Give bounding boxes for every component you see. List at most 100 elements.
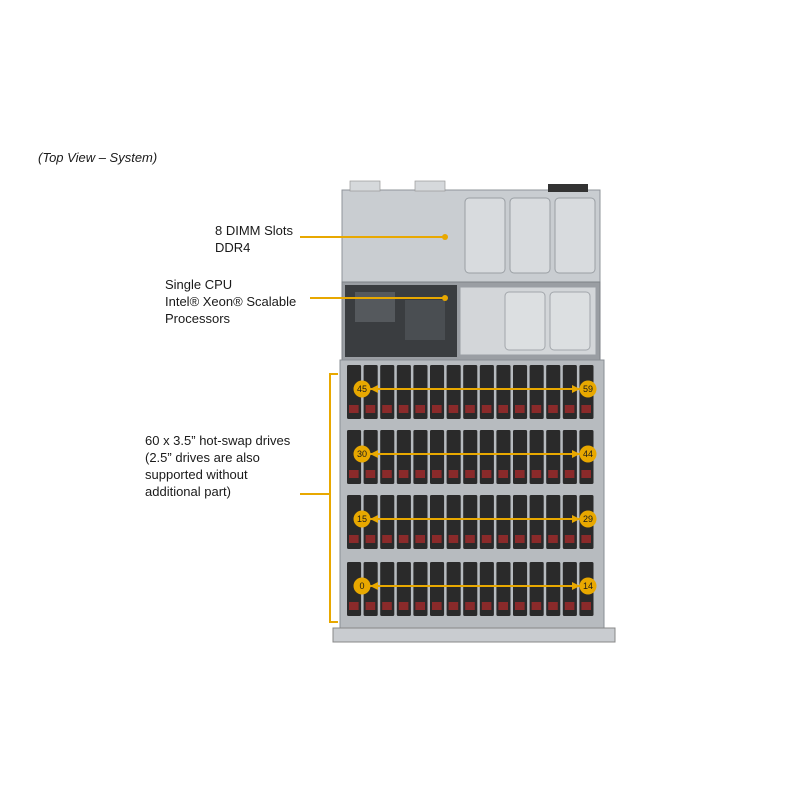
drive-number-badge-end <box>579 577 597 595</box>
drive-led <box>498 602 508 610</box>
drive-led <box>415 405 425 413</box>
drive-number-badge-start <box>353 510 371 528</box>
drive-led <box>481 602 492 610</box>
drive-led <box>432 470 442 478</box>
drive-number-end: 29 <box>583 514 593 524</box>
drive-led <box>349 535 359 543</box>
drive-led <box>382 535 392 543</box>
range-arrow-head-left <box>370 450 378 458</box>
drives-label: 60 x 3.5” hot-swap drives (2.5” drives a… <box>145 432 290 500</box>
drive-led <box>481 535 492 543</box>
drive-led <box>465 535 475 543</box>
range-arrow-head-right <box>572 515 580 523</box>
range-arrow-head-left <box>370 385 378 393</box>
drive-led <box>448 470 459 478</box>
drive-led <box>531 535 542 543</box>
drive-number-badge-start <box>353 577 371 595</box>
dimm-label-line-2: DDR4 <box>215 240 251 255</box>
drive-led <box>415 602 425 610</box>
drive-number-start: 45 <box>357 384 367 394</box>
drive-number-badge-start <box>353 445 371 463</box>
dimm-slots-label: 8 DIMM Slots DDR4 <box>215 222 293 256</box>
drive-led <box>365 602 376 610</box>
drive-led <box>382 602 392 610</box>
drive-led <box>564 535 575 543</box>
drive-led <box>581 535 591 543</box>
drive-led <box>515 470 525 478</box>
drive-led <box>564 405 575 413</box>
range-arrow-head-right <box>572 450 580 458</box>
motherboard-area <box>341 281 601 361</box>
drives-label-line-1: 60 x 3.5” hot-swap drives <box>145 433 291 448</box>
drive-led <box>465 602 475 610</box>
drive-led <box>515 535 525 543</box>
drive-led <box>382 405 392 413</box>
drive-led <box>515 602 525 610</box>
drive-led <box>465 405 475 413</box>
drive-led <box>415 535 425 543</box>
drive-led <box>548 602 558 610</box>
cpu-label: Single CPU Intel® Xeon® Scalable Process… <box>165 276 296 327</box>
drive-led <box>365 535 376 543</box>
drive-number-start: 15 <box>357 514 367 524</box>
drive-led <box>581 602 591 610</box>
drive-led <box>564 602 575 610</box>
range-arrow-head-left <box>370 582 378 590</box>
drive-number-badge-start <box>353 380 371 398</box>
drive-led <box>432 535 442 543</box>
cpu-callout <box>310 295 448 301</box>
dimm-callout <box>300 234 448 240</box>
drive-led <box>548 405 558 413</box>
drive-led <box>531 470 542 478</box>
drive-led <box>498 535 508 543</box>
dimm-label-line-1: 8 DIMM Slots <box>215 223 294 238</box>
drive-led <box>349 470 359 478</box>
drive-led <box>349 405 359 413</box>
figure-caption: (Top View – System) <box>38 150 158 165</box>
drive-led <box>398 405 409 413</box>
drive-led <box>365 470 376 478</box>
drive-led <box>398 535 409 543</box>
drive-led <box>382 470 392 478</box>
drive-led <box>432 602 442 610</box>
drive-led <box>365 405 376 413</box>
drives-label-line-4: additional part) <box>145 484 231 499</box>
drive-led <box>432 405 442 413</box>
drive-led <box>531 405 542 413</box>
drive-number-start: 30 <box>357 449 367 459</box>
drive-led <box>515 405 525 413</box>
drive-led <box>398 470 409 478</box>
range-arrow-head-right <box>572 385 580 393</box>
drive-led <box>448 535 459 543</box>
range-arrow-head-left <box>370 515 378 523</box>
drive-number-end: 59 <box>583 384 593 394</box>
drives-label-line-3: supported without <box>145 467 248 482</box>
chassis-front-rail <box>332 627 616 643</box>
drive-led <box>448 405 459 413</box>
drive-led <box>415 470 425 478</box>
drive-row: 45 59 <box>347 365 597 419</box>
drive-led <box>349 602 359 610</box>
drive-led <box>481 405 492 413</box>
range-arrow-head-right <box>572 582 580 590</box>
drive-led <box>481 470 492 478</box>
drive-number-badge-end <box>579 445 597 463</box>
cpu-label-line-2: Intel® Xeon® Scalable <box>165 294 297 309</box>
drive-led <box>548 470 558 478</box>
drive-led <box>498 470 508 478</box>
drive-led <box>548 535 558 543</box>
drive-led <box>498 405 508 413</box>
drive-led <box>448 602 459 610</box>
cpu-label-line-1: Single CPU <box>165 277 233 292</box>
cpu-label-line-3: Processors <box>165 311 231 326</box>
drive-led <box>581 405 591 413</box>
drives-bracket <box>300 373 338 623</box>
drive-number-badge-end <box>579 510 597 528</box>
drive-led <box>531 602 542 610</box>
drive-number-badge-end <box>579 380 597 398</box>
drive-number-end: 14 <box>583 581 593 591</box>
